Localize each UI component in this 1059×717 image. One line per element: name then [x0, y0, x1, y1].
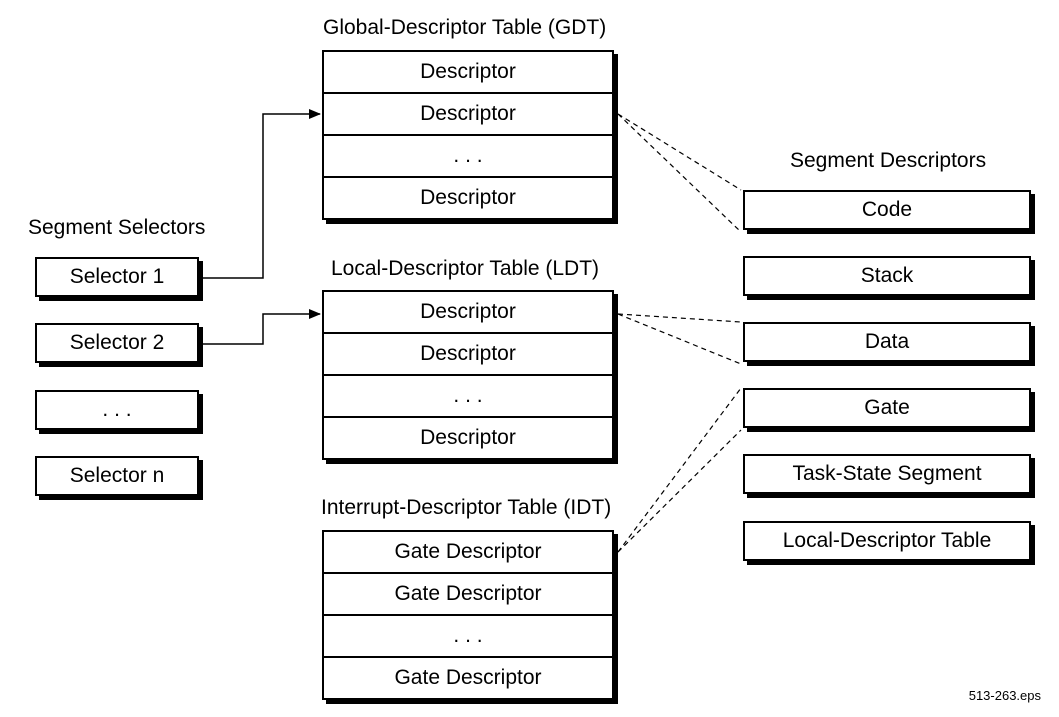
- segment-gate: Gate: [743, 388, 1031, 428]
- selector-box-ellipsis: . . .: [35, 390, 199, 430]
- gdt-row: . . .: [324, 134, 612, 176]
- idt-table: Gate Descriptor Gate Descriptor . . . Ga…: [322, 530, 614, 700]
- ldt-row: Descriptor: [324, 332, 612, 374]
- selector-box-1: Selector 1: [35, 257, 199, 297]
- idt-row: Gate Descriptor: [324, 572, 612, 614]
- gdt-title: Global-Descriptor Table (GDT): [323, 16, 607, 39]
- ldt-row: Descriptor: [324, 416, 612, 458]
- figure-filename: 513-263.eps: [968, 688, 1041, 703]
- segment-local-descriptor-table: Local-Descriptor Table: [743, 521, 1031, 561]
- segment-selectors-heading: Segment Selectors: [28, 216, 206, 239]
- gdt-to-code-dash-bottom: [617, 113, 742, 233]
- gdt-row: Descriptor: [324, 176, 612, 218]
- ldt-row: Descriptor: [420, 300, 516, 323]
- idt-row: Gate Descriptor: [324, 656, 612, 698]
- segment-code: Code: [743, 190, 1031, 230]
- idt-row: . . .: [324, 614, 612, 656]
- selector-box-2: Selector 2: [35, 323, 199, 363]
- segment-data: Data: [743, 322, 1031, 362]
- selector2-to-ldt-arrow: [203, 309, 321, 345]
- idt-title: Interrupt-Descriptor Table (IDT): [321, 496, 612, 519]
- segment-task-state: Task-State Segment: [743, 454, 1031, 494]
- ldt-to-data-dash-bottom: [617, 313, 742, 365]
- gdt-table: Descriptor Descriptor . . . Descriptor: [322, 50, 614, 220]
- ldt-title: Local-Descriptor Table (LDT): [331, 257, 600, 280]
- ldt-table: Descriptor Descriptor . . . Descriptor: [322, 290, 614, 460]
- gdt-to-code-dash-top: [617, 113, 742, 191]
- segment-stack: Stack: [743, 256, 1031, 296]
- selector1-to-gdt-arrow: [203, 109, 321, 279]
- selector-box-n: Selector n: [35, 456, 199, 496]
- ldt-row: . . .: [324, 374, 612, 416]
- idt-row: Gate Descriptor: [394, 540, 542, 563]
- idt-to-gate-dash-bottom: [617, 429, 742, 553]
- segment-descriptors-heading: Segment Descriptors: [790, 149, 987, 172]
- gdt-row: Descriptor: [420, 60, 516, 83]
- ldt-to-data-dash-top: [617, 313, 742, 323]
- idt-to-gate-dash-top: [617, 387, 742, 553]
- gdt-row: Descriptor: [324, 92, 612, 134]
